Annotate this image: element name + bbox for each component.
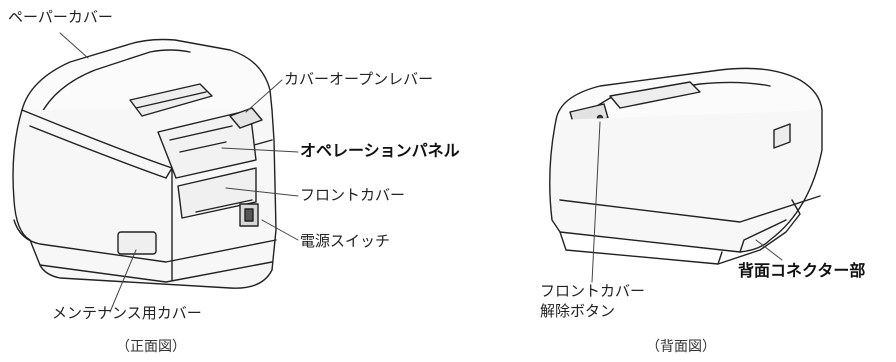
label-maintenance-cover: メンテナンス用カバー (52, 304, 202, 322)
label-front-cover: フロントカバー (300, 186, 406, 204)
front-leader-lines (59, 32, 299, 313)
front-printer-illustration (12, 38, 277, 289)
caption-front-view: （正面図） (116, 339, 186, 355)
caption-back-view: （背面図） (646, 339, 716, 355)
label-front-cover-release-line1: フロントカバー (540, 282, 646, 300)
back-printer-illustration (549, 67, 823, 265)
label-rear-connector: 背面コネクター部 (738, 261, 866, 280)
label-cover-open-lever: カバーオープンレバー (284, 70, 434, 88)
label-power-switch: 電源スイッチ (300, 232, 391, 250)
label-front-cover-release-line2: 解除ボタン (540, 302, 616, 320)
label-operation-panel: オペレーションパネル (300, 141, 460, 160)
back-leader-lines (591, 121, 783, 283)
label-paper-cover: ペーパーカバー (8, 8, 113, 26)
